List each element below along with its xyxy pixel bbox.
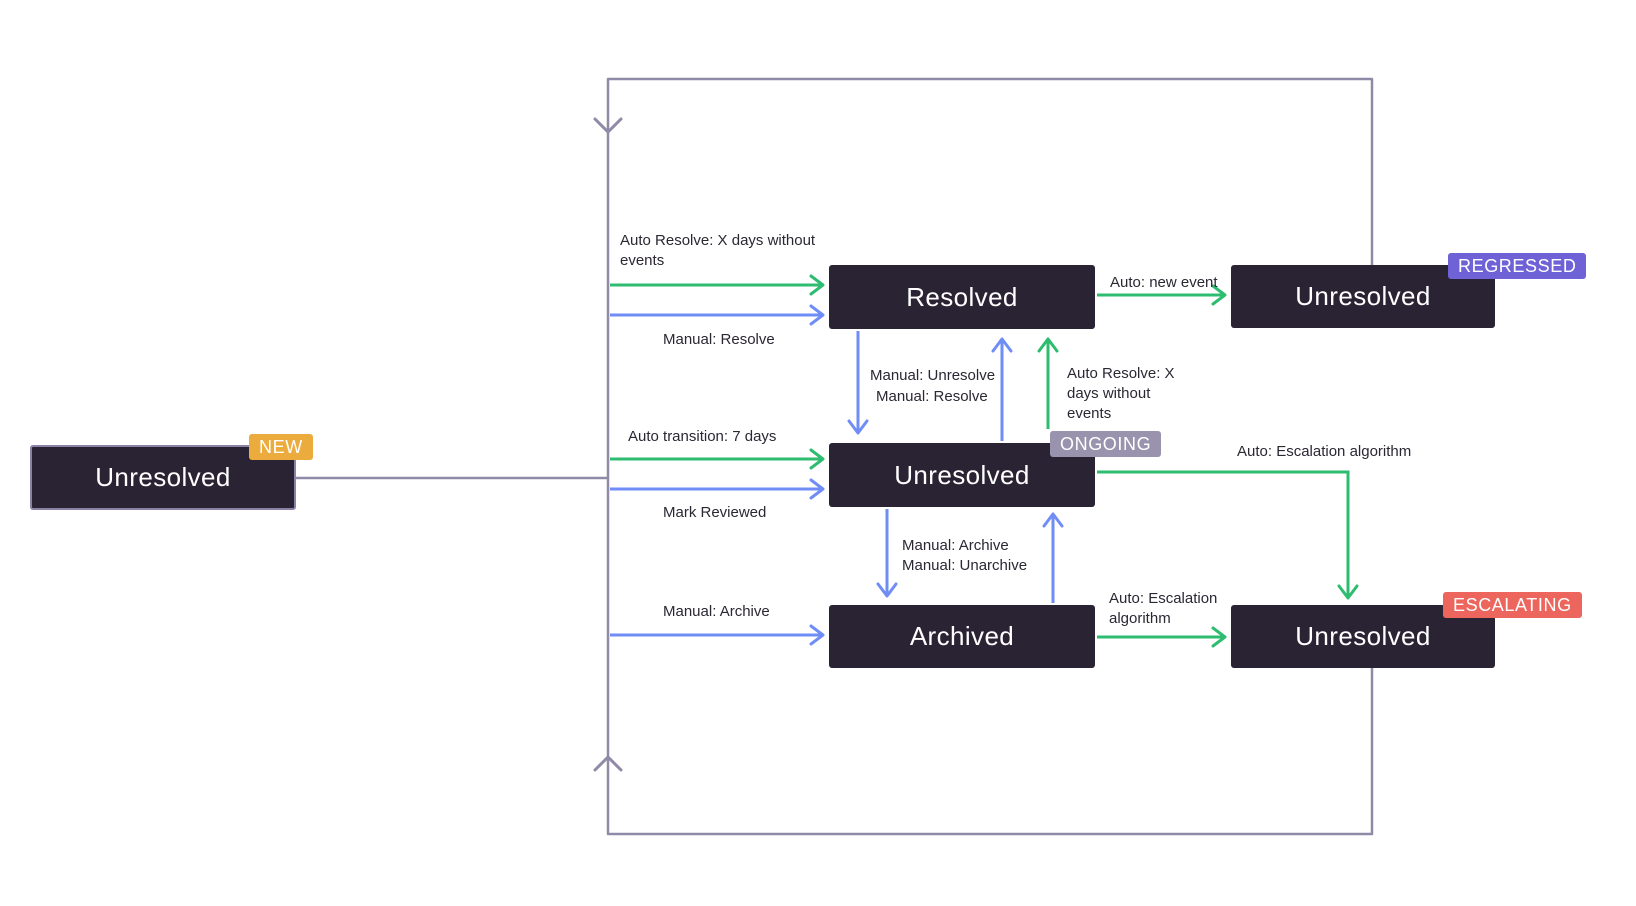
edge-label-manual-resolve-left: Manual: Resolve: [663, 331, 775, 348]
edge-label-mark-reviewed: Mark Reviewed: [663, 504, 767, 521]
edge-label-manual-unresolve: Manual: Unresolve: [870, 367, 996, 384]
status-badge-ongoing: ONGOING: [1050, 431, 1162, 457]
node-unresolved-escalating: Unresolved: [1231, 605, 1495, 668]
edge-label-manual-resolve-mid: Manual: Resolve: [876, 388, 988, 405]
edge-label-auto-new-event: Auto: new event: [1110, 274, 1218, 291]
node-resolved: Resolved: [829, 265, 1095, 329]
edge-label-auto-escalation-bottom: Auto: Escalation algorithm: [1109, 590, 1218, 627]
node-label: Resolved: [906, 281, 1018, 312]
edge-label-auto-resolve-right: Auto Resolve: X days without events: [1067, 365, 1175, 422]
edge-label-auto-resolve-left: Auto Resolve: X days without events: [620, 232, 816, 269]
node-label: Unresolved: [894, 459, 1030, 490]
node-label: Unresolved: [1295, 621, 1431, 651]
edge-label-auto-transition: Auto transition: 7 days: [628, 428, 777, 445]
edge-label-auto-escalation-right: Auto: Escalation algorithm: [1237, 443, 1412, 460]
feedback-loop-line: [606, 77, 1374, 836]
edge-label-manual-unarchive: Manual: Unarchive: [902, 557, 1028, 574]
node-unresolved-new: Unresolved: [30, 445, 296, 510]
loop-up-arrowhead: [593, 755, 623, 772]
status-badge-escalating: ESCALATING: [1443, 592, 1582, 618]
node-label: Unresolved: [95, 462, 231, 492]
node-label: Archived: [909, 621, 1015, 651]
edge-auto-escalation-from-ongoing: [1097, 470, 1359, 600]
edge-label-manual-archive-mid: Manual: Archive: [902, 537, 1009, 554]
status-badge-regressed: REGRESSED: [1448, 253, 1587, 279]
node-archived: Archived: [829, 605, 1095, 668]
node-label: Unresolved: [1295, 281, 1431, 311]
loop-down-arrowhead: [593, 117, 623, 134]
edge-label-manual-archive-left: Manual: Archive: [663, 603, 770, 620]
status-badge-new: NEW: [249, 434, 313, 460]
